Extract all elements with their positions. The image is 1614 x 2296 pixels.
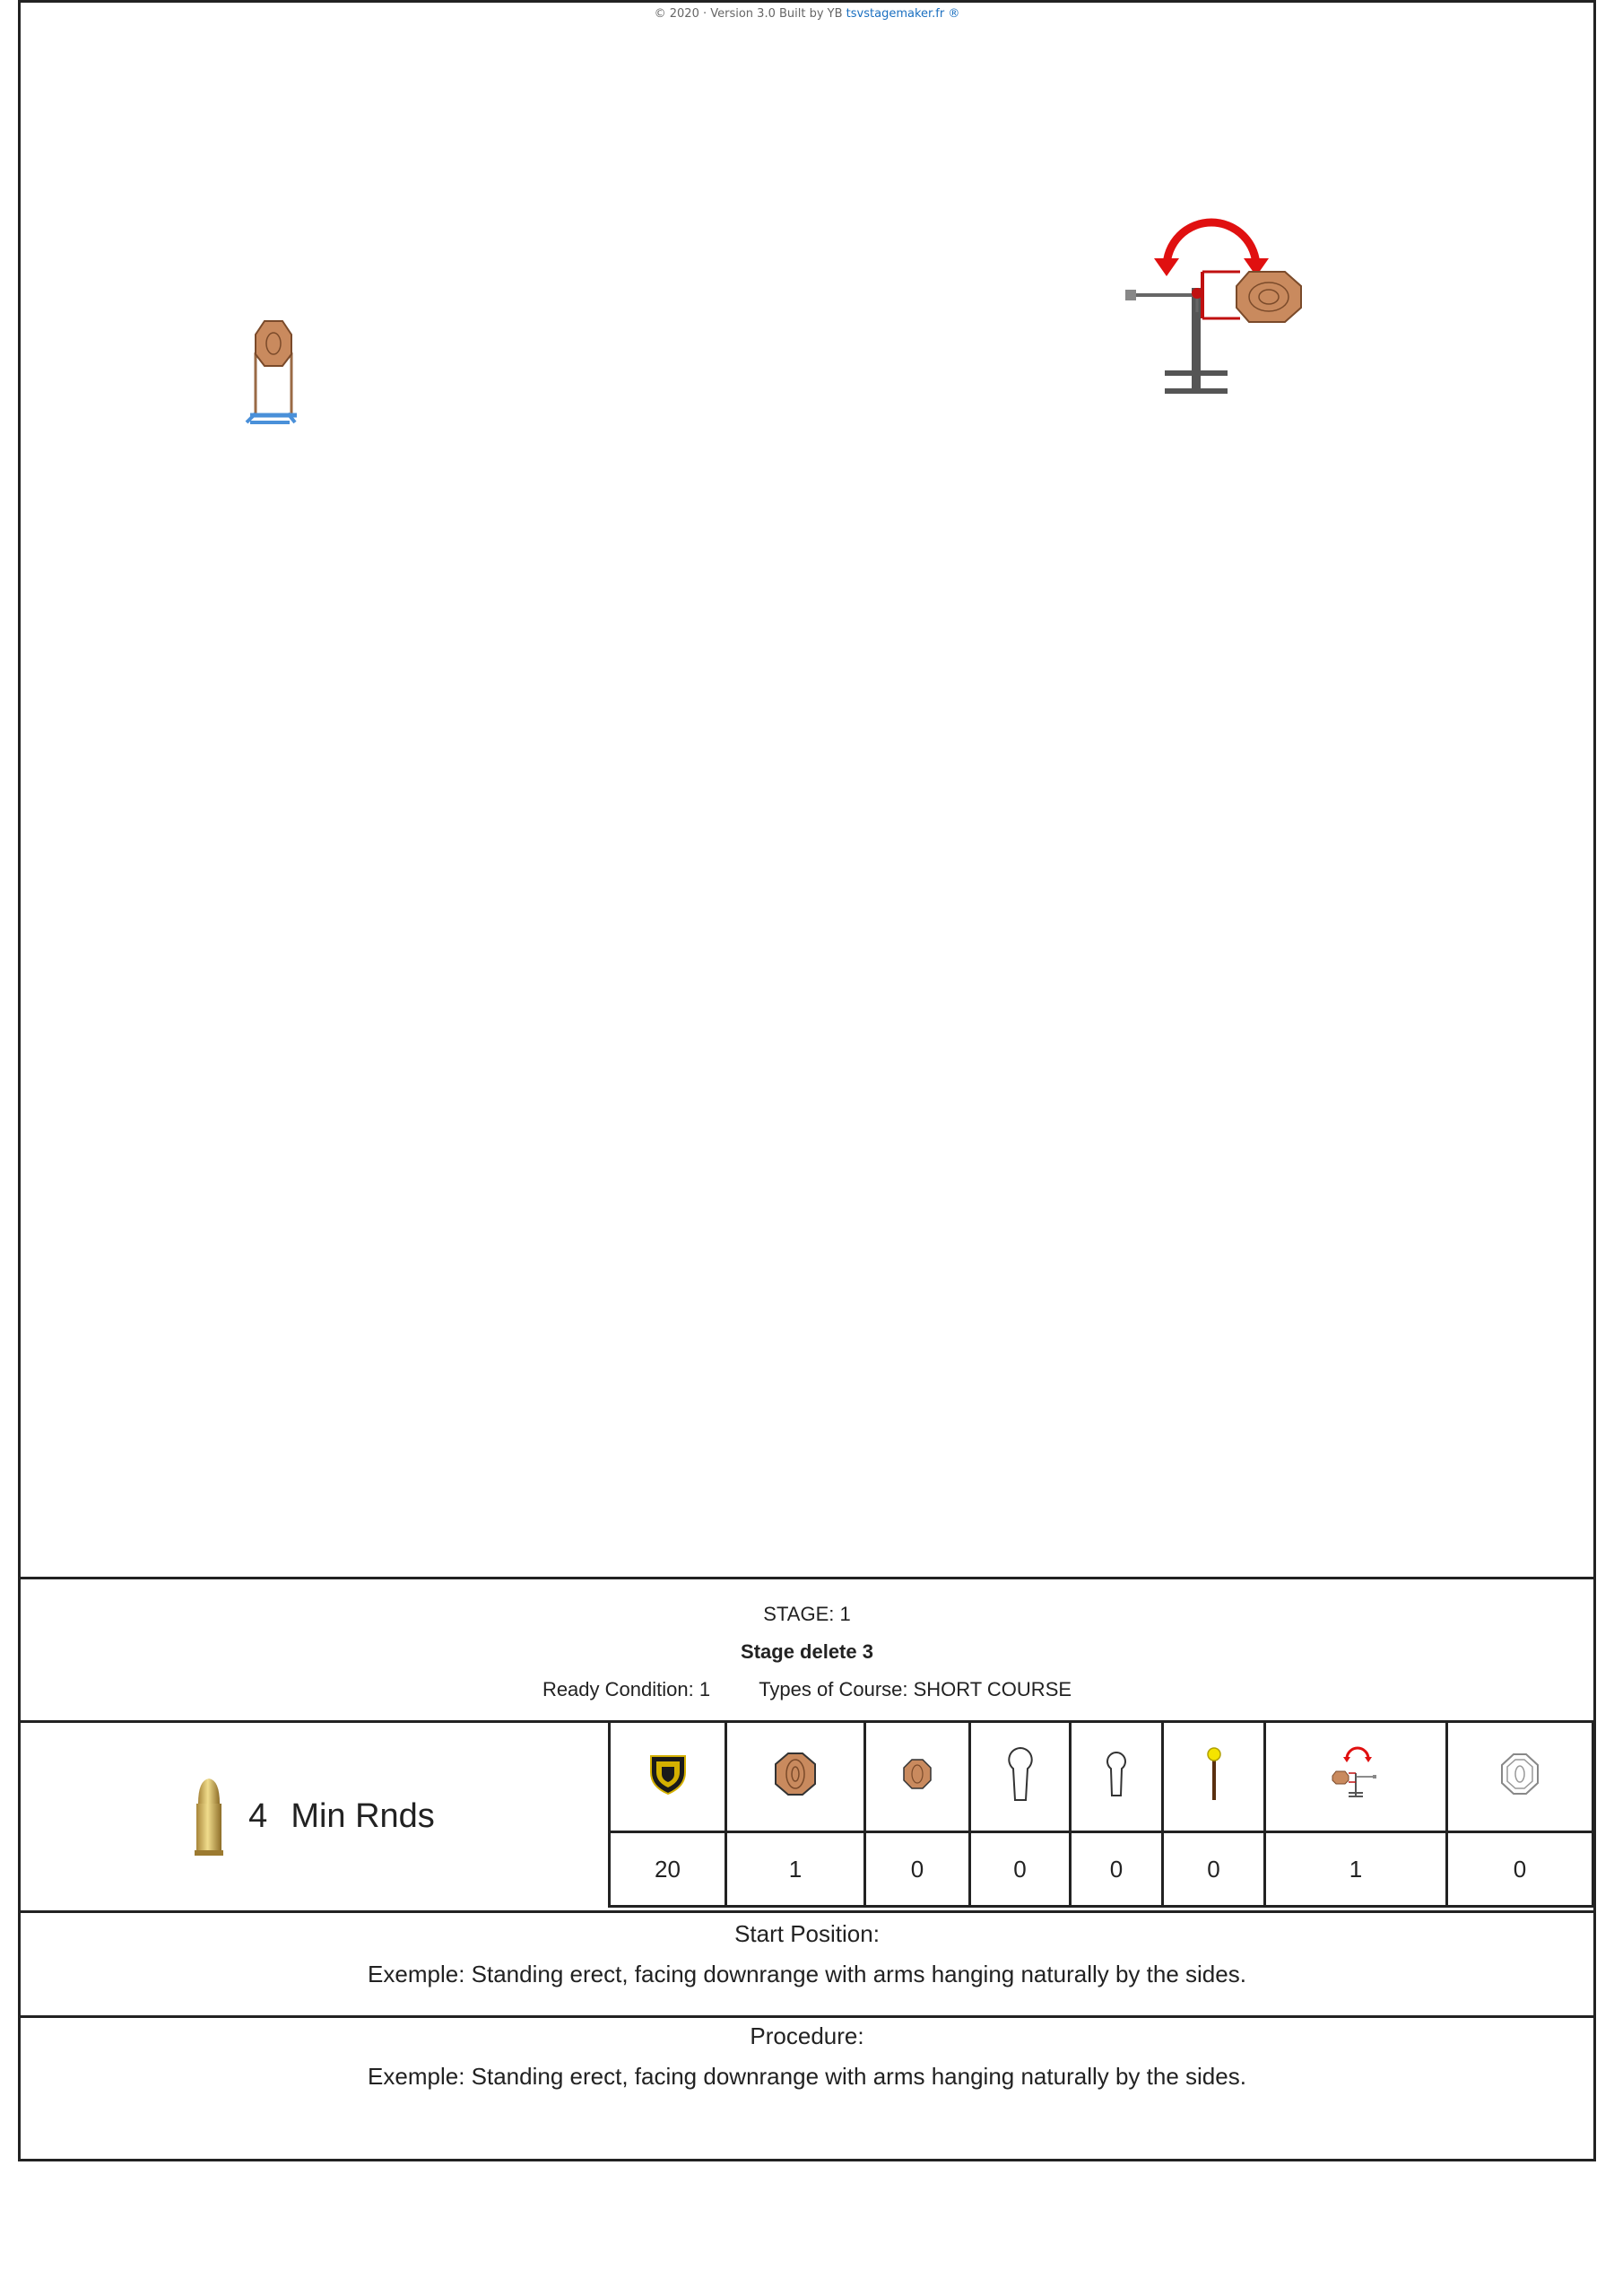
target-count-table: 20 1 0 0 0 0 1 0	[608, 1720, 1594, 1908]
popper-small-icon	[1106, 1751, 1126, 1796]
min-rounds-label: Min Rnds	[291, 1797, 435, 1835]
target-count: 0	[1445, 1831, 1594, 1908]
popper-large-icon	[1007, 1746, 1033, 1801]
steel-plate-on-stand-icon[interactable]	[245, 320, 297, 424]
course-type: Types of Course: SHORT COURSE	[759, 1678, 1072, 1700]
target-count: 0	[968, 1831, 1072, 1908]
site-link[interactable]: tsvstagemaker.fr ®	[846, 7, 960, 21]
activator-icon	[1206, 1746, 1221, 1800]
target-type-cell	[1263, 1720, 1448, 1833]
target-type-cell	[725, 1720, 866, 1833]
stage-drawing-canvas[interactable]	[21, 3, 1593, 1577]
ready-condition: Ready Condition: 1	[542, 1678, 711, 1700]
steel-plate-large-icon	[775, 1752, 816, 1796]
procedure-section: Procedure: Exemple: Standing erect, faci…	[18, 2015, 1596, 2161]
bullet-icon	[195, 1778, 224, 1856]
target-type-cell	[608, 1720, 727, 1833]
start-position-title: Start Position:	[734, 1920, 880, 1947]
target-count: 0	[1069, 1831, 1164, 1908]
stage-meta: Ready Condition: 1 Types of Course: SHOR…	[18, 1678, 1596, 1701]
start-position-text: Exemple: Standing erect, facing downrang…	[368, 1961, 1246, 1987]
swinger-target-icon[interactable]	[1125, 218, 1302, 394]
min-rounds-cell: 4 Min Rnds	[18, 1720, 610, 1913]
procedure-title: Procedure:	[750, 2022, 864, 2049]
target-type-cell	[863, 1720, 971, 1833]
stage-name: Stage delete 3	[741, 1640, 873, 1663]
copyright-footer: © 2020 · Version 3.0 Built by YB tsvstag…	[0, 7, 1614, 21]
copyright-text: © 2020 · Version 3.0 Built by YB	[654, 7, 846, 21]
target-type-cell	[1445, 1720, 1594, 1833]
target-count: 0	[863, 1831, 971, 1908]
steel-plate-small-icon	[903, 1758, 932, 1789]
procedure-text: Exemple: Standing erect, facing downrang…	[368, 2063, 1246, 2090]
min-rounds-count: 4	[248, 1797, 268, 1835]
start-position-section: Start Position: Exemple: Standing erect,…	[18, 1910, 1596, 2018]
target-count: 0	[1161, 1831, 1266, 1908]
shield-target-icon	[649, 1754, 686, 1795]
target-count: 1	[1263, 1831, 1448, 1908]
target-count: 1	[725, 1831, 866, 1908]
target-type-cell	[1069, 1720, 1164, 1833]
target-type-cell	[1161, 1720, 1266, 1833]
targets-row: 4 Min Rnds	[18, 1720, 1596, 1913]
stage-number: STAGE: 1	[763, 1603, 851, 1625]
target-type-cell	[968, 1720, 1072, 1833]
swinger-target-small-icon	[1332, 1746, 1376, 1797]
stage-info-section: STAGE: 1 Stage delete 3 Ready Condition:…	[18, 1577, 1596, 1723]
stage-sheet-frame	[18, 0, 1596, 2161]
no-shoot-plate-icon	[1501, 1752, 1539, 1795]
target-count: 20	[608, 1831, 727, 1908]
